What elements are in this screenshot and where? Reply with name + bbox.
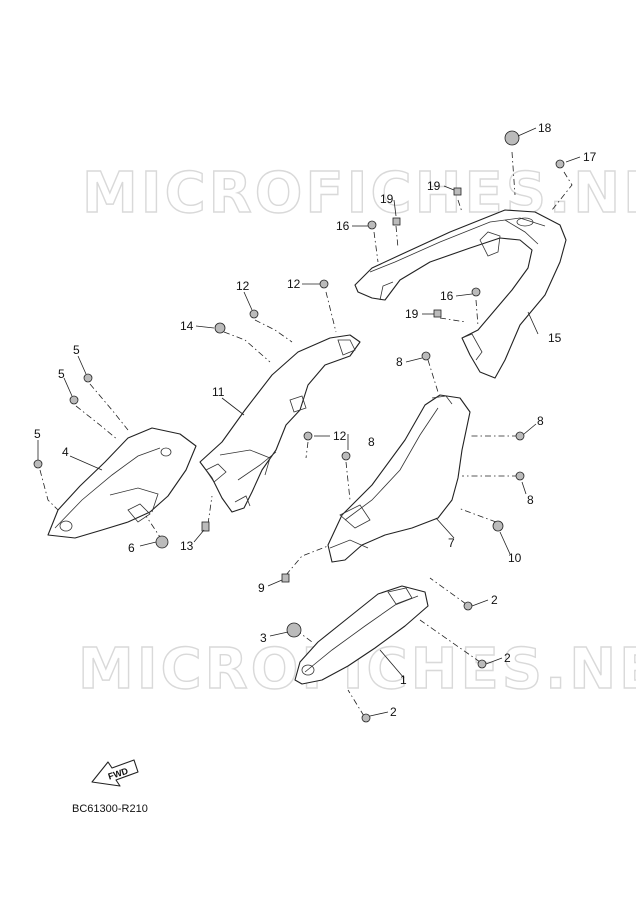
reference-code: BC61300-R210 <box>72 803 148 815</box>
fwd-arrow: FWD <box>91 759 139 787</box>
callout-12b: 12 <box>236 279 250 293</box>
watermark-top: MICROFICHES.NET <box>82 161 636 226</box>
fastener-5c <box>33 459 43 469</box>
callout-8c: 8 <box>527 493 534 507</box>
part-15-grab-bar <box>354 209 567 379</box>
fastener-8d <box>341 451 351 461</box>
callout-12a: 12 <box>287 277 301 291</box>
fastener-6 <box>155 535 169 549</box>
callout-9: 9 <box>258 581 265 595</box>
callout-8b: 8 <box>537 414 544 428</box>
callout-16a: 16 <box>336 219 350 233</box>
callout-6: 6 <box>128 541 135 555</box>
fastener-2c <box>361 713 371 723</box>
part-1-lower-cover <box>294 585 429 685</box>
callout-18: 18 <box>538 121 552 135</box>
callout-leaders <box>37 127 581 717</box>
callout-5b: 5 <box>58 367 65 381</box>
callout-5c: 5 <box>34 427 41 441</box>
fastener-2a <box>463 601 473 611</box>
fastener-16a <box>367 220 377 230</box>
fastener-8b <box>515 431 525 441</box>
callout-7: 7 <box>448 536 455 550</box>
fasteners <box>33 130 565 723</box>
callout-14: 14 <box>180 319 194 333</box>
fastener-16b <box>471 287 481 297</box>
callout-4: 4 <box>62 445 69 459</box>
callout-2b: 2 <box>504 651 511 665</box>
callout-1: 1 <box>400 673 407 687</box>
fastener-19b <box>392 217 401 226</box>
callout-11: 11 <box>212 385 225 399</box>
fastener-5a <box>83 373 93 383</box>
callout-10: 10 <box>508 551 522 565</box>
fastener-12b <box>249 309 259 319</box>
fastener-5b <box>69 395 79 405</box>
fastener-19c <box>433 309 442 318</box>
fastener-8c <box>515 471 525 481</box>
fastener-13 <box>201 521 210 532</box>
callout-2c: 2 <box>390 705 397 719</box>
callout-16b: 16 <box>440 289 454 303</box>
callout-8d: 8 <box>368 435 375 449</box>
callout-19a: 19 <box>427 179 441 193</box>
callout-2a: 2 <box>491 593 498 607</box>
callout-13: 13 <box>180 539 194 553</box>
fastener-12a <box>319 279 329 289</box>
callout-19c: 19 <box>405 307 419 321</box>
callout-3: 3 <box>260 631 267 645</box>
fastener-19a <box>453 187 462 196</box>
fastener-14 <box>214 322 226 334</box>
callout-5a: 5 <box>73 343 80 357</box>
fastener-2b <box>477 659 487 669</box>
fastener-10 <box>492 520 504 532</box>
callout-8a: 8 <box>396 355 403 369</box>
fastener-9 <box>281 573 290 583</box>
callout-15: 15 <box>548 331 562 345</box>
part-4-inner-cover <box>47 427 197 539</box>
fastener-17 <box>555 159 565 169</box>
part-7-side-cover <box>327 394 471 563</box>
fastener-8a <box>421 351 431 361</box>
fastener-3 <box>286 622 302 638</box>
callout-19b: 19 <box>380 192 394 206</box>
fastener-18 <box>504 130 520 146</box>
callout-labels: 18 17 19 19 16 16 19 15 12 12 14 11 5 5 … <box>34 121 597 719</box>
fastener-12c <box>303 431 313 441</box>
callout-17: 17 <box>583 150 597 164</box>
part-11-bracket <box>199 334 361 513</box>
callout-12c: 12 <box>333 429 347 443</box>
